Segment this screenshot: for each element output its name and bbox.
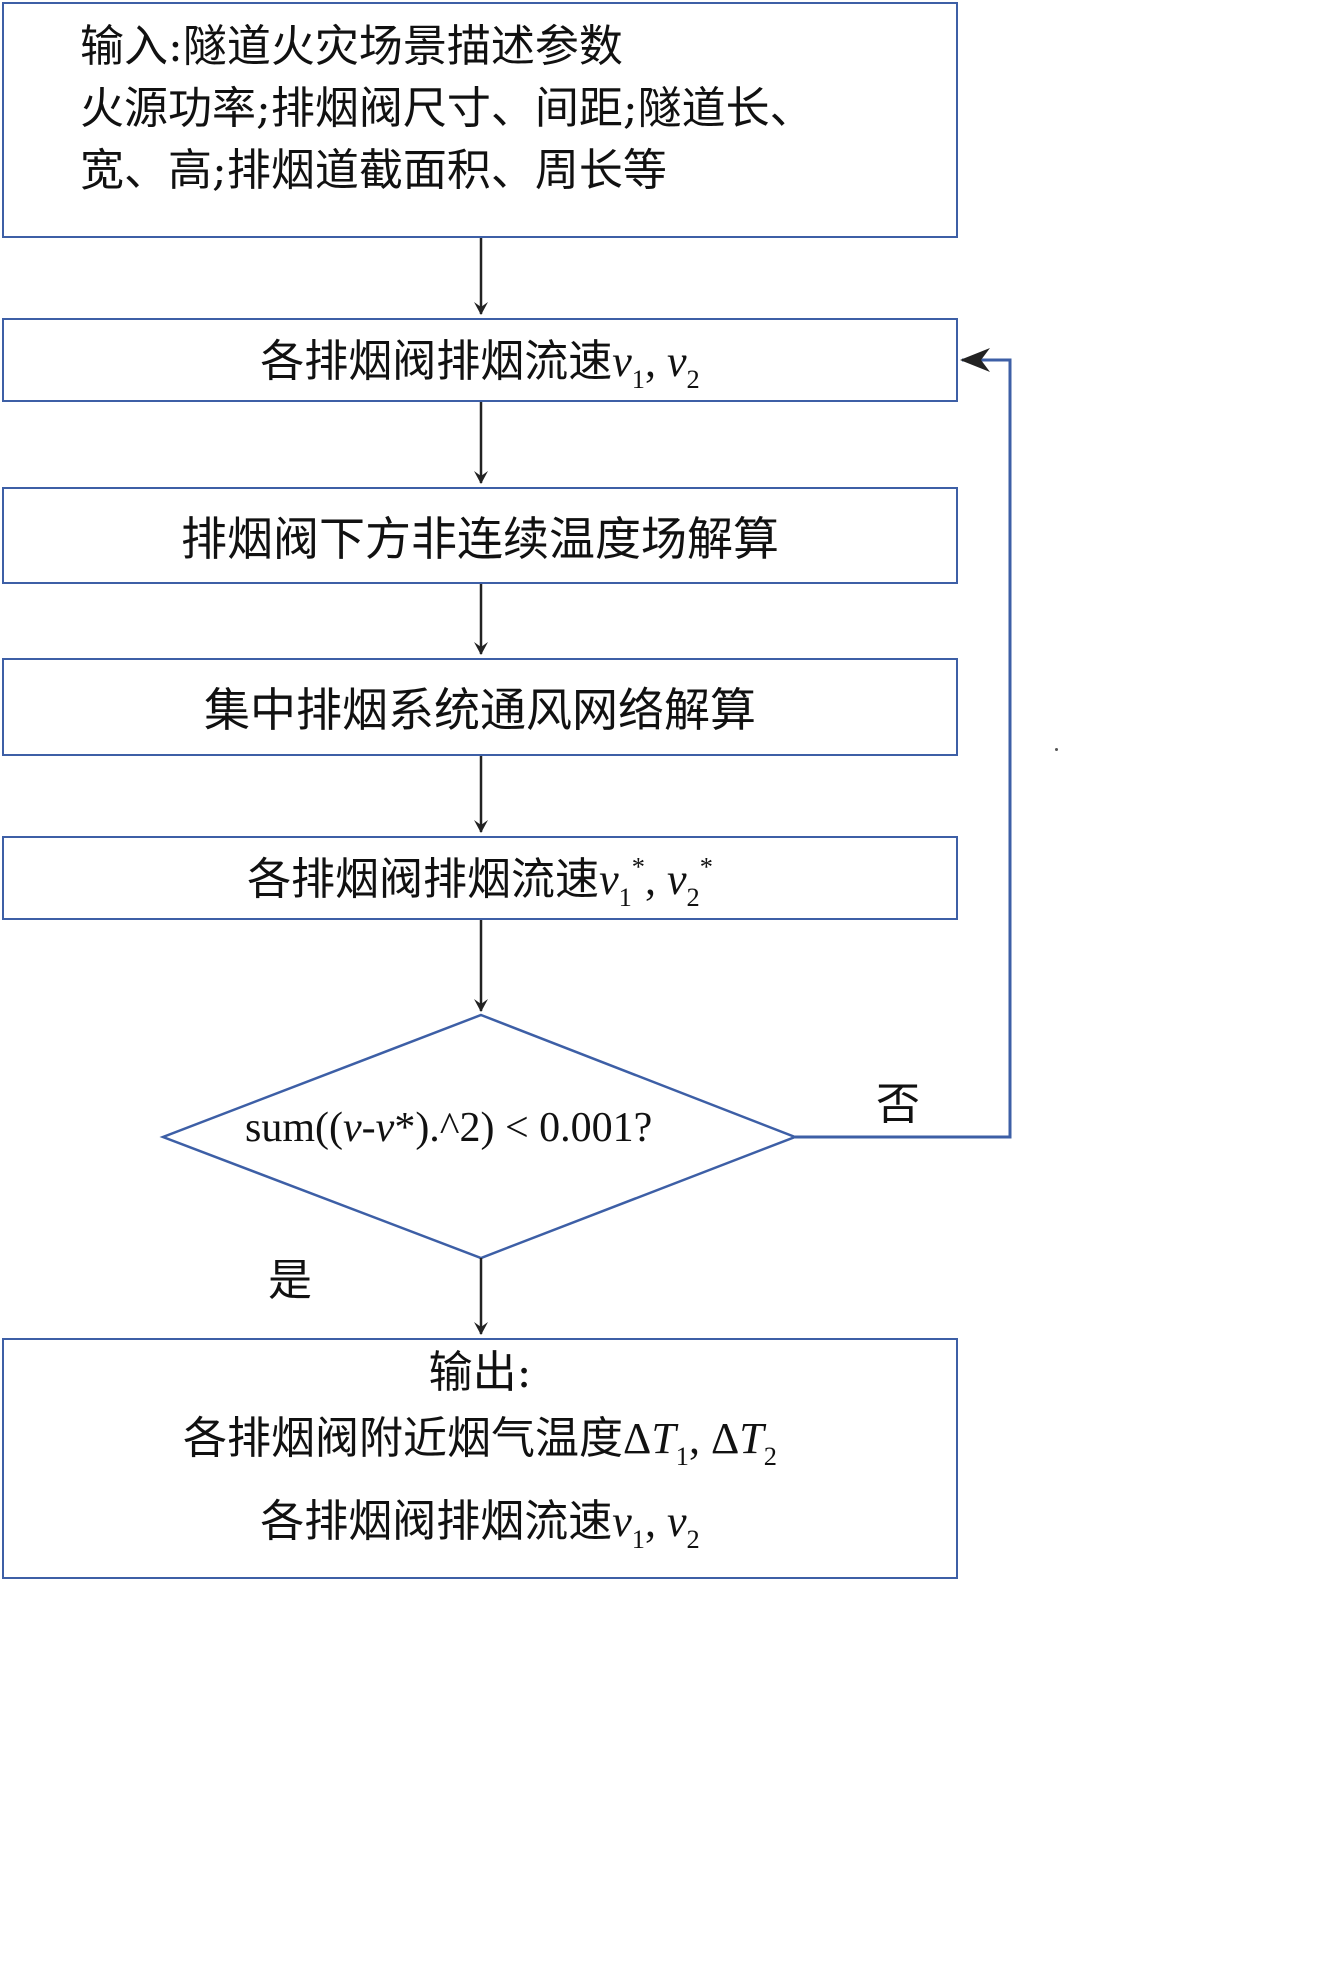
- input-box: 输入:隧道火灾场景描述参数 火源功率;排烟阀尺寸、间距;隧道长、 宽、高;排烟道…: [2, 2, 958, 238]
- velocity-star-sub-1: 1: [618, 881, 632, 912]
- velocity-star-var-1: v: [599, 855, 619, 905]
- yes-branch-label: 是: [268, 1255, 312, 1306]
- input-line-1: 输入:隧道火灾场景描述参数: [80, 21, 623, 72]
- output-content: 输出: 各排烟阀附近烟气温度ΔT1, ΔT2 各排烟阀排烟流速v1, v2: [183, 1340, 777, 1572]
- velocity-sub-2: 2: [686, 363, 700, 394]
- output-v-2: v: [667, 1496, 687, 1546]
- input-line-3: 宽、高;排烟道截面积、周长等: [80, 145, 667, 196]
- output-line-2: 各排烟阀附近烟气温度ΔT1, ΔT2: [183, 1406, 777, 1489]
- output-delta-1: Δ: [623, 1413, 652, 1463]
- velocity-star-sup-2: *: [699, 851, 713, 882]
- output-box: 输出: 各排烟阀附近烟气温度ΔT1, ΔT2 各排烟阀排烟流速v1, v2: [2, 1338, 958, 1579]
- velocity-sub-1: 1: [631, 363, 645, 394]
- output-velocity-sep: ,: [645, 1496, 667, 1546]
- output-T-sub-2: 2: [763, 1440, 777, 1471]
- velocity-star-sub-2: 2: [686, 881, 700, 912]
- no-branch-label: 否: [876, 1079, 920, 1130]
- output-T-1: T: [651, 1413, 676, 1463]
- temperature-box: 排烟阀下方非连续温度场解算: [2, 487, 958, 584]
- output-title: 输出:: [428, 1346, 532, 1398]
- output-v-sub-1: 1: [631, 1523, 645, 1554]
- output-T-sub-1: 1: [675, 1440, 689, 1471]
- decision-condition: sum((v-v*).^2) < 0.001?: [245, 1104, 652, 1152]
- velocity-text: 各排烟阀排烟流速: [260, 336, 613, 388]
- velocity-star-box: 各排烟阀排烟流速v1*, v2*: [2, 836, 958, 920]
- output-v-1: v: [612, 1496, 632, 1546]
- velocity-star-var-2: v: [667, 855, 687, 905]
- output-delta-2: Δ: [711, 1413, 740, 1463]
- velocity-star-sep: ,: [645, 855, 667, 905]
- decision-suffix: *).^2) < 0.001?: [394, 1105, 653, 1151]
- output-temp-text: 各排烟阀附近烟气温度: [183, 1412, 624, 1464]
- decision-v: v: [343, 1105, 362, 1151]
- output-v-sub-2: 2: [686, 1523, 700, 1554]
- network-box: 集中排烟系统通风网络解算: [2, 658, 958, 756]
- velocity-box: 各排烟阀排烟流速v1, v2: [2, 318, 958, 402]
- output-T-2: T: [739, 1413, 764, 1463]
- decision-dash: -: [361, 1105, 376, 1151]
- output-temp-sep: ,: [689, 1413, 711, 1463]
- loop-back-arrowhead: [960, 348, 990, 372]
- velocity-sep: ,: [645, 337, 667, 387]
- temperature-label: 排烟阀下方非连续温度场解算: [181, 511, 779, 566]
- velocity-star-label: 各排烟阀排烟流速v1*, v2*: [247, 843, 713, 913]
- velocity-var-1: v: [612, 337, 632, 387]
- velocity-star-text: 各排烟阀排烟流速: [247, 854, 600, 906]
- velocity-label: 各排烟阀排烟流速v1, v2: [260, 325, 699, 395]
- decision-prefix: sum((: [245, 1105, 343, 1151]
- output-line-3: 各排烟阀排烟流速v1, v2: [183, 1489, 777, 1572]
- velocity-star-sup-1: *: [631, 851, 645, 882]
- decision-vstar: v: [375, 1105, 395, 1151]
- stray-dot: [1055, 748, 1058, 751]
- input-line-2: 火源功率;排烟阀尺寸、间距;隧道长、: [80, 83, 814, 134]
- network-label: 集中排烟系统通风网络解算: [204, 683, 756, 737]
- velocity-var-2: v: [667, 337, 687, 387]
- output-velocity-text: 各排烟阀排烟流速: [260, 1495, 613, 1547]
